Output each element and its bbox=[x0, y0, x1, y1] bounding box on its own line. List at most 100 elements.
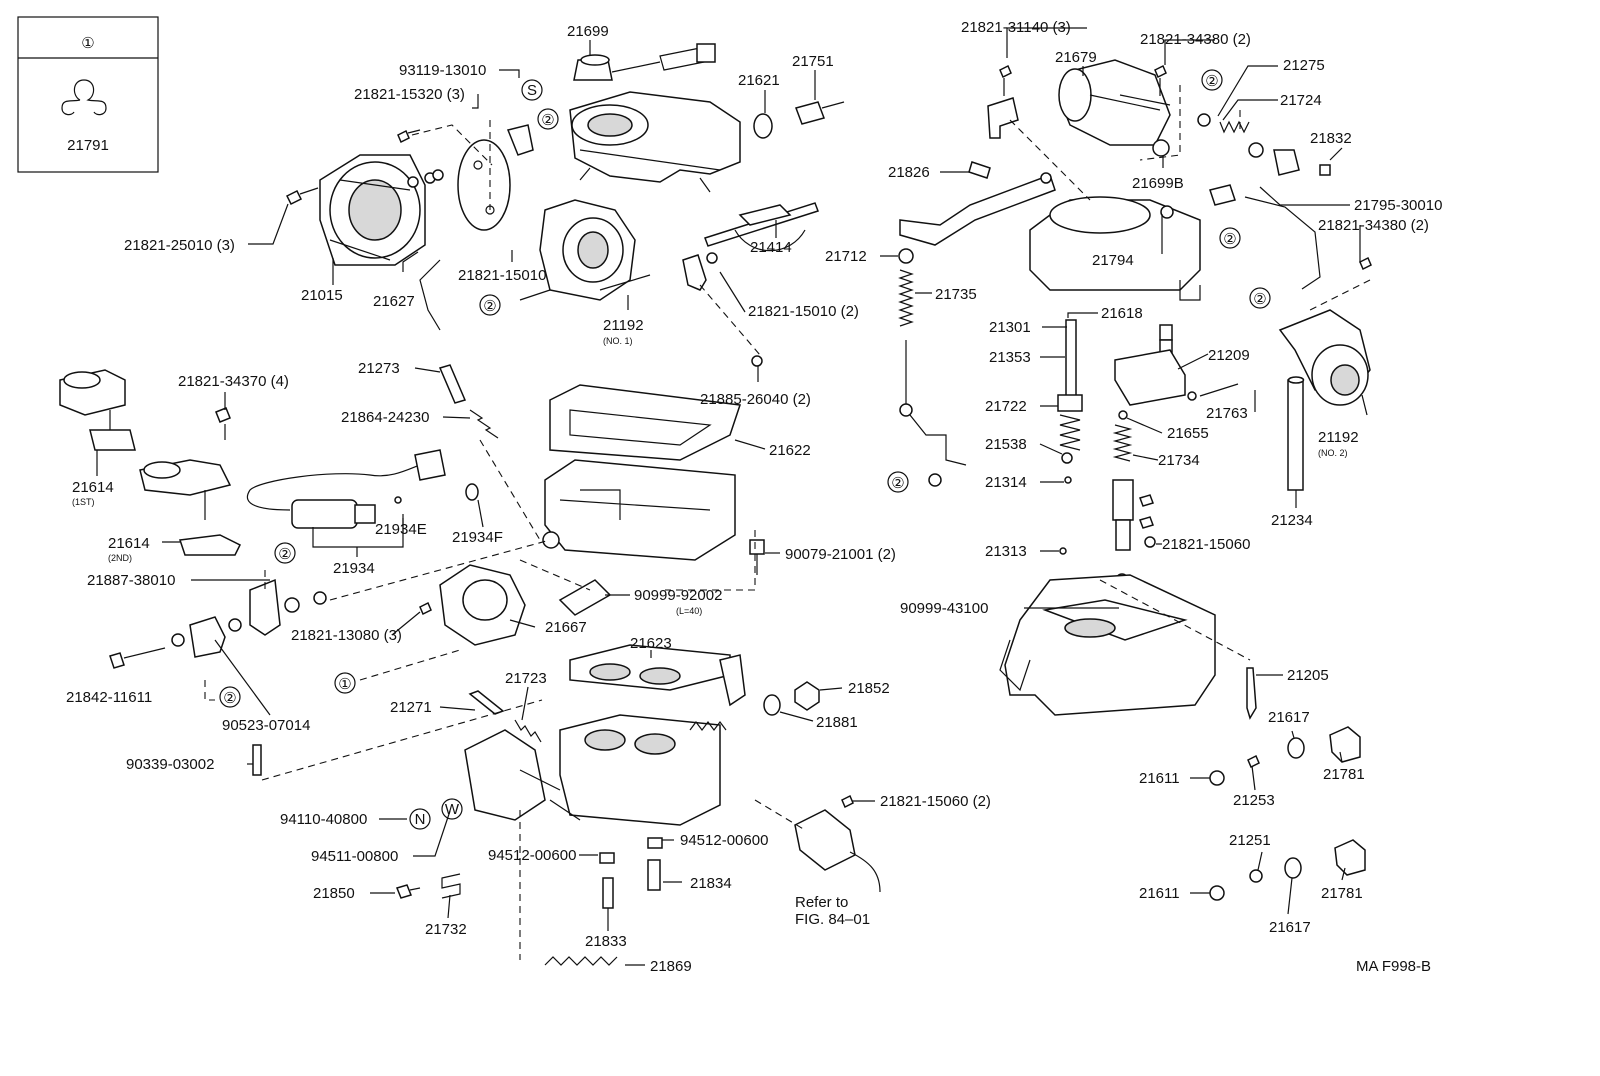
part-label: 21618 bbox=[1101, 305, 1143, 322]
svg-text:W: W bbox=[445, 801, 460, 818]
part-label: 21723 bbox=[505, 670, 547, 687]
part-label: 90999-92002 bbox=[634, 587, 722, 604]
part-label: 21934 bbox=[333, 560, 375, 577]
part-label: 90079-21001 (2) bbox=[785, 546, 896, 563]
figure-code: MA F998-B bbox=[1356, 958, 1431, 975]
part-label: 21795-30010 bbox=[1354, 197, 1442, 214]
marker-two: ② bbox=[887, 471, 909, 493]
svg-text:②: ② bbox=[1205, 73, 1218, 90]
part-label: 21623 bbox=[630, 635, 672, 652]
part-label: 21934E bbox=[375, 521, 427, 538]
circle-markers: S ② ② ② ② ② ② ② ② ① N W bbox=[219, 69, 1271, 830]
part-label: 21192 bbox=[1318, 429, 1359, 446]
part-label: 21763 bbox=[1206, 405, 1248, 422]
part-label: 21313 bbox=[985, 543, 1027, 560]
part-label: 21732 bbox=[425, 921, 467, 938]
part-label: 21724 bbox=[1280, 92, 1322, 109]
part-label: 94512-00600 bbox=[488, 847, 576, 864]
part-label: (L=40) bbox=[676, 606, 702, 616]
clip-icon bbox=[61, 79, 107, 116]
part-label: 21821-13080 (3) bbox=[291, 627, 402, 644]
part-label: 21205 bbox=[1287, 667, 1329, 684]
part-label: 21015 bbox=[301, 287, 343, 304]
part-label: 21833 bbox=[585, 933, 627, 950]
svg-text:②: ② bbox=[891, 475, 904, 492]
part-label: 21617 bbox=[1268, 709, 1310, 726]
part-label: 94110-40800 bbox=[280, 811, 367, 828]
part-label: 21781 bbox=[1321, 885, 1363, 902]
part-label: 21699B bbox=[1132, 175, 1184, 192]
part-label: 21821-25010 (3) bbox=[124, 237, 235, 254]
part-label: 21722 bbox=[985, 398, 1027, 415]
part-label: 21821-34370 (4) bbox=[178, 373, 289, 390]
part-label: 94511-00800 bbox=[311, 848, 398, 865]
part-labels: 21699 93119-13010 21821-15320 (3) 21621 … bbox=[66, 19, 1442, 975]
part-label: 93119-13010 bbox=[399, 62, 486, 79]
part-label: 21821-15060 bbox=[1162, 536, 1250, 553]
part-label: 21611 bbox=[1139, 770, 1180, 787]
part-label: 21209 bbox=[1208, 347, 1250, 364]
legend-symbol: ① bbox=[81, 35, 94, 52]
part-label: 21538 bbox=[985, 436, 1027, 453]
svg-text:S: S bbox=[527, 82, 537, 99]
part-label: 21414 bbox=[750, 239, 792, 256]
marker-two: ② bbox=[219, 686, 241, 708]
part-label: 94512-00600 bbox=[680, 832, 768, 849]
part-label: (1ST) bbox=[72, 497, 95, 507]
reference-note: FIG. 84–01 bbox=[795, 911, 870, 928]
svg-text:①: ① bbox=[338, 676, 351, 693]
part-label: 21271 bbox=[390, 699, 432, 716]
legend-part: 21791 bbox=[67, 137, 109, 154]
choke-housing-group bbox=[285, 43, 845, 367]
part-label: 21821-15010 (2) bbox=[748, 303, 859, 320]
pump-group bbox=[898, 248, 1366, 901]
marker-two: ② bbox=[274, 542, 296, 564]
part-label: 21301 bbox=[989, 319, 1031, 336]
part-label: 21699 bbox=[567, 23, 609, 40]
part-label: 21234 bbox=[1271, 512, 1313, 529]
part-label: 21821-34380 (2) bbox=[1140, 31, 1251, 48]
part-label: 21821-15320 (3) bbox=[354, 86, 465, 103]
svg-text:N: N bbox=[415, 811, 426, 828]
marker-one: ① bbox=[334, 672, 356, 694]
part-label: 21353 bbox=[989, 349, 1031, 366]
marker-two: ② bbox=[1249, 287, 1271, 309]
part-label: 21821-34380 (2) bbox=[1318, 217, 1429, 234]
part-label: 21734 bbox=[1158, 452, 1200, 469]
part-label: 21627 bbox=[373, 293, 415, 310]
part-label: 21821-15010 bbox=[458, 267, 546, 284]
part-label: 21864-24230 bbox=[341, 409, 429, 426]
upper-right-group bbox=[899, 59, 1372, 491]
part-label: 21821-15060 (2) bbox=[880, 793, 991, 810]
part-label: 21842-11611 bbox=[66, 689, 152, 706]
part-label: 21614 bbox=[72, 479, 114, 496]
svg-text:②: ② bbox=[541, 112, 554, 129]
svg-text:②: ② bbox=[483, 298, 496, 315]
part-label: 21821-31140 (3) bbox=[961, 19, 1071, 36]
left-middle-group bbox=[59, 364, 765, 669]
svg-text:②: ② bbox=[1253, 291, 1266, 308]
part-label: 21934F bbox=[452, 529, 503, 546]
part-label: 90999-43100 bbox=[900, 600, 988, 617]
part-label: 21834 bbox=[690, 875, 732, 892]
part-label: 21826 bbox=[888, 164, 930, 181]
part-label: 21850 bbox=[313, 885, 355, 902]
throttle-body-group bbox=[252, 644, 881, 966]
part-label: 21885-26040 (2) bbox=[700, 391, 811, 408]
part-label: 21611 bbox=[1139, 885, 1180, 902]
part-label: 90339-03002 bbox=[126, 756, 214, 773]
part-label: 21679 bbox=[1055, 49, 1097, 66]
part-label: 90523-07014 bbox=[222, 717, 310, 734]
part-label: 21887-38010 bbox=[87, 572, 175, 589]
part-label: 21251 bbox=[1229, 832, 1271, 849]
part-label: 21751 bbox=[792, 53, 834, 70]
leader-lines bbox=[96, 27, 1361, 966]
part-label: 21614 bbox=[108, 535, 150, 552]
svg-text:②: ② bbox=[223, 690, 236, 707]
part-label: 21881 bbox=[816, 714, 858, 731]
marker-two: ② bbox=[1219, 227, 1241, 249]
part-label: (NO. 1) bbox=[603, 336, 633, 346]
part-label: 21622 bbox=[769, 442, 811, 459]
part-label: 21192 bbox=[603, 317, 644, 334]
